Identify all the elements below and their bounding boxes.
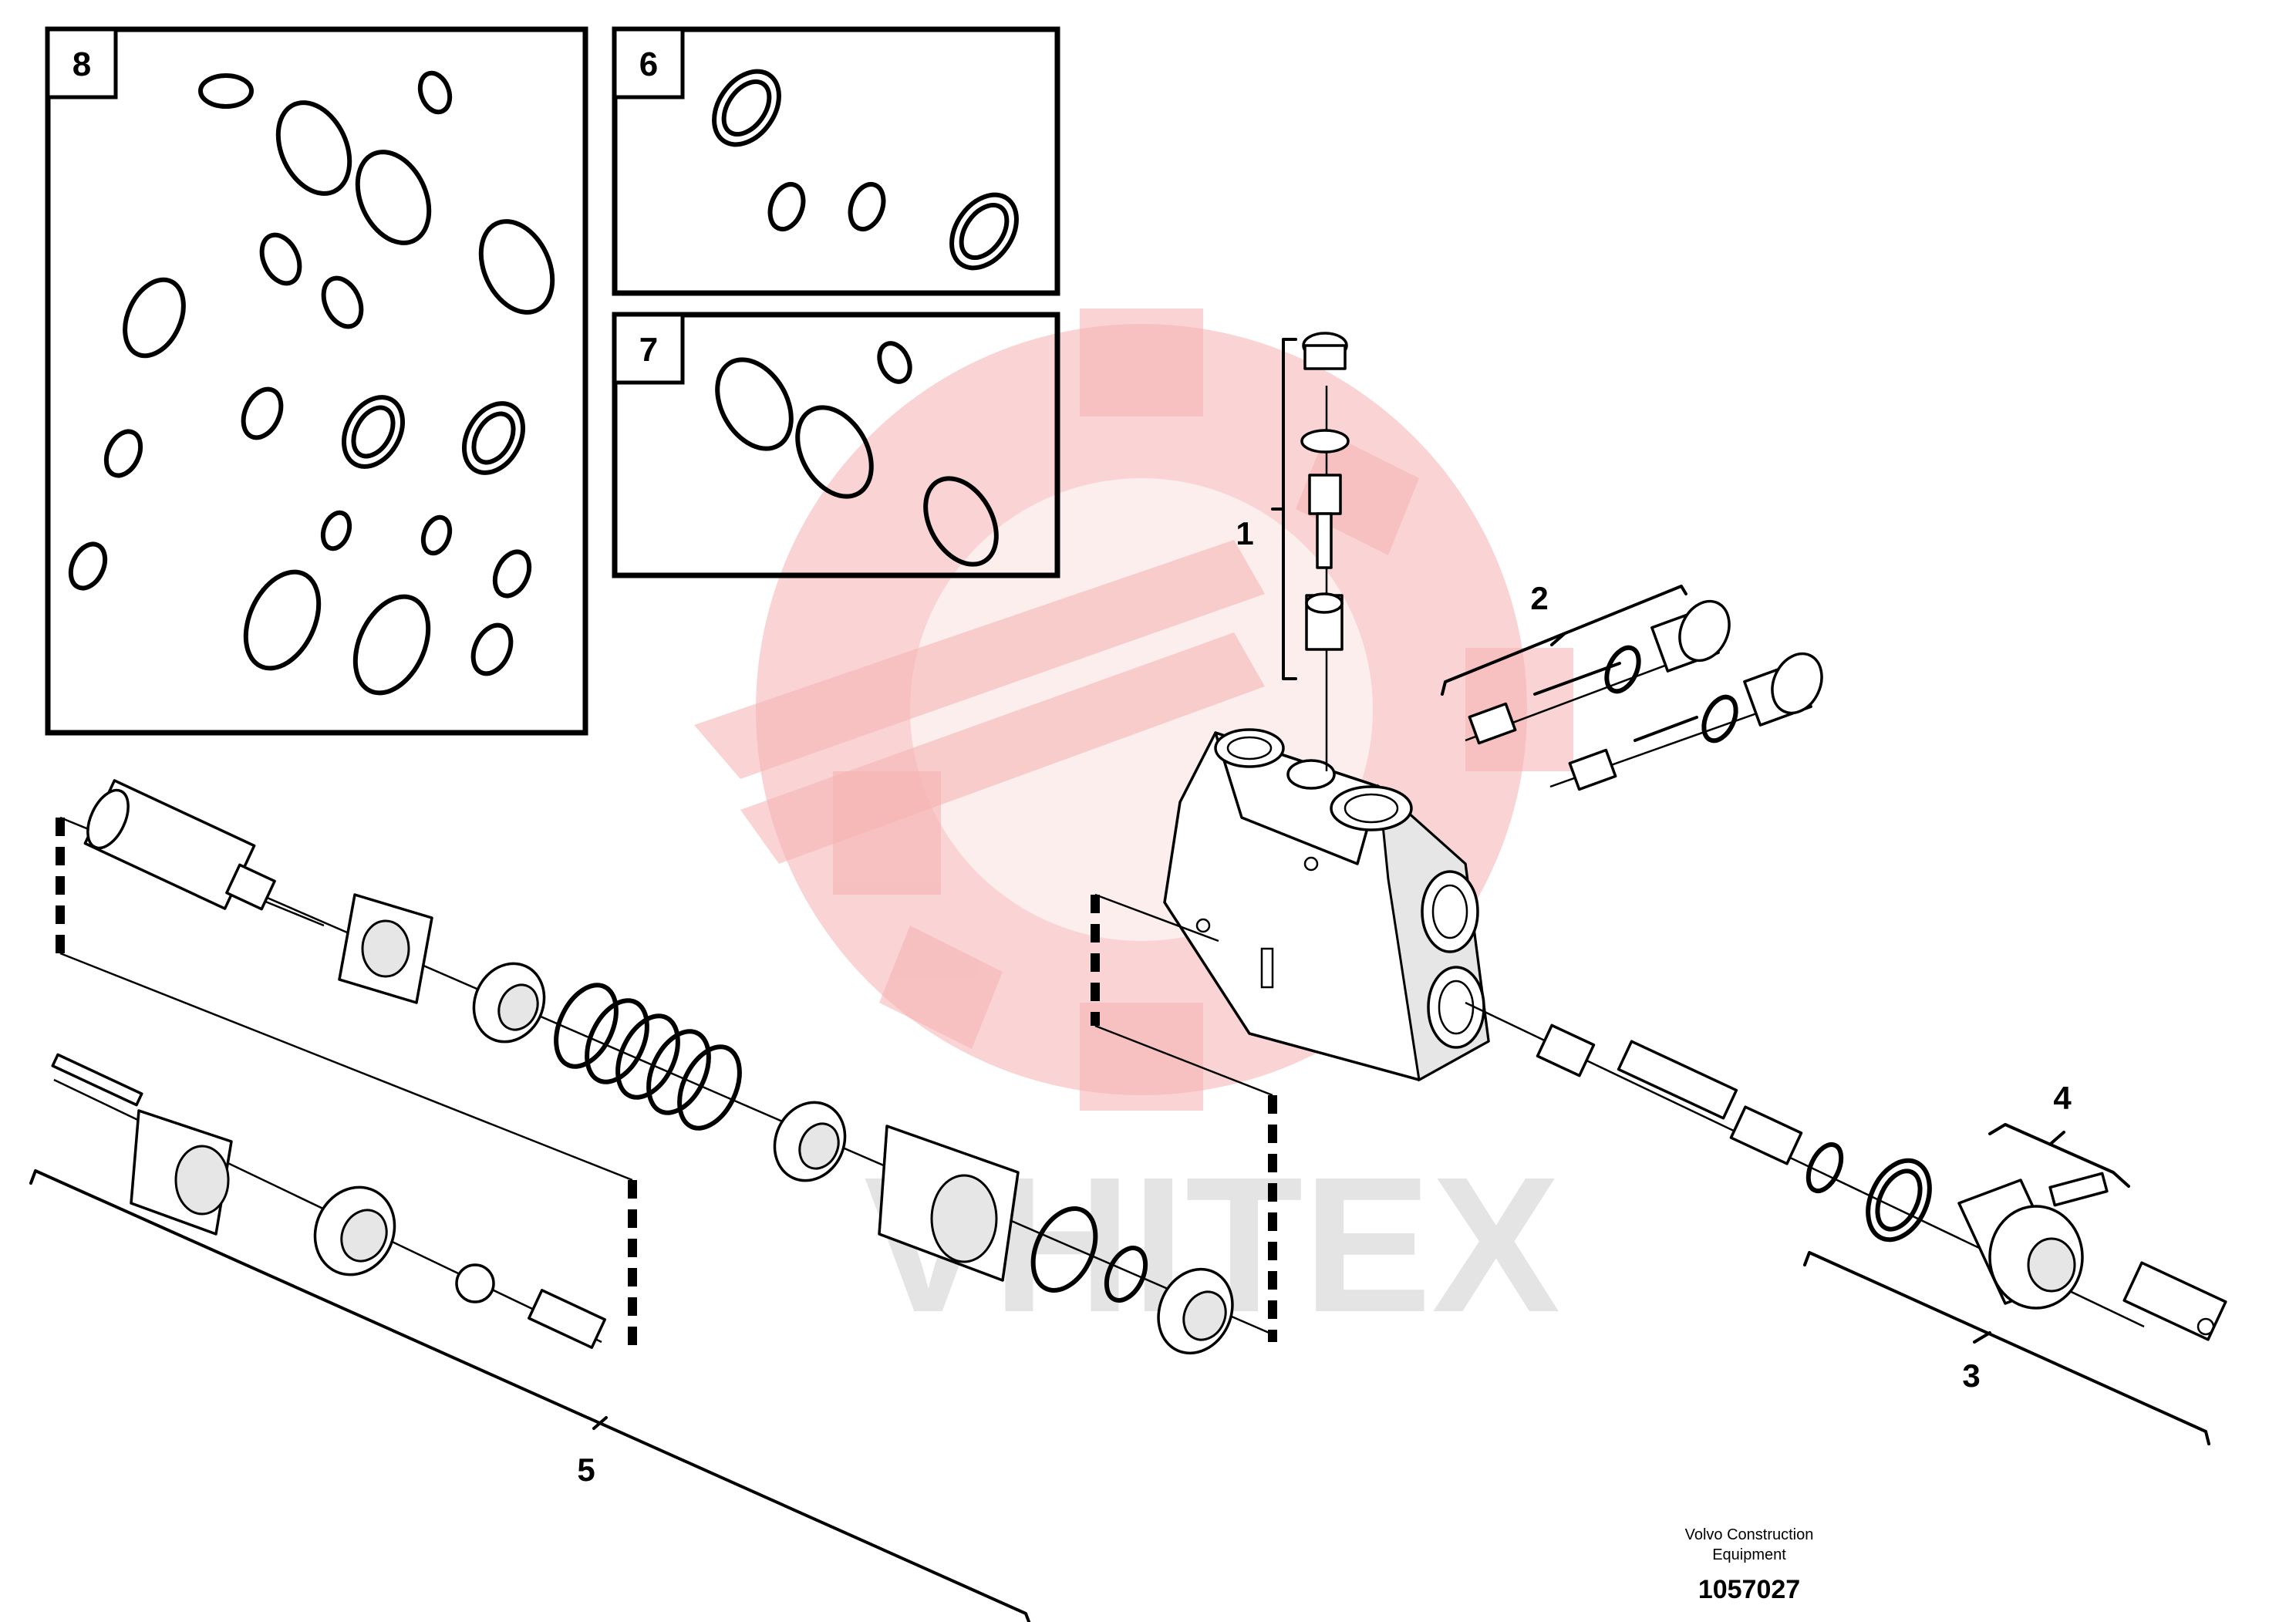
kit-6-tag <box>612 27 685 99</box>
part-group-1 <box>1271 332 1350 771</box>
callout-5: 5 <box>577 1452 595 1488</box>
lower-left-parts <box>51 1053 606 1349</box>
callout-1: 1 <box>1236 515 1253 551</box>
kit-6-box: 6 <box>612 26 1060 296</box>
kit-7-box: 7 <box>612 312 1060 578</box>
callout-4: 4 <box>2053 1080 2072 1116</box>
kit-7-seals <box>715 341 999 567</box>
kit-8-tag <box>46 27 118 99</box>
group-3-bracket <box>1803 1251 2210 1445</box>
group-5-bracket <box>29 1169 1031 1622</box>
footer-manufacturer-line1: Volvo Construction <box>1685 1526 1814 1543</box>
footer-drawing-number: 1057027 <box>1698 1575 1800 1604</box>
main-spring <box>554 983 742 1131</box>
part-group-4 <box>1988 1123 2130 1188</box>
valve-body <box>1163 728 1490 1082</box>
kit-8-seals <box>68 70 555 696</box>
part-group-3-end-cap <box>1957 1172 2227 1341</box>
kit-6-label: 6 <box>639 46 658 83</box>
left-exploded-parts <box>83 779 1273 1355</box>
kit-8-label: 8 <box>72 46 91 83</box>
group-3-bracket-tick <box>1973 1331 1991 1344</box>
spool-assembly <box>1465 1001 2145 1328</box>
dashed-frame-right <box>1091 893 1277 1342</box>
group-5-bracket-tick <box>592 1416 608 1430</box>
kit-8-box: 8 <box>45 26 588 736</box>
kit-7-tag <box>612 312 685 385</box>
kit-6-seals <box>712 69 1019 271</box>
kit-7-label: 7 <box>639 331 658 369</box>
callout-2: 2 <box>1530 580 1548 616</box>
callout-3: 3 <box>1962 1357 1980 1394</box>
part-group-2 <box>1441 585 1823 791</box>
footer-manufacturer-line2: Equipment <box>1712 1546 1786 1563</box>
